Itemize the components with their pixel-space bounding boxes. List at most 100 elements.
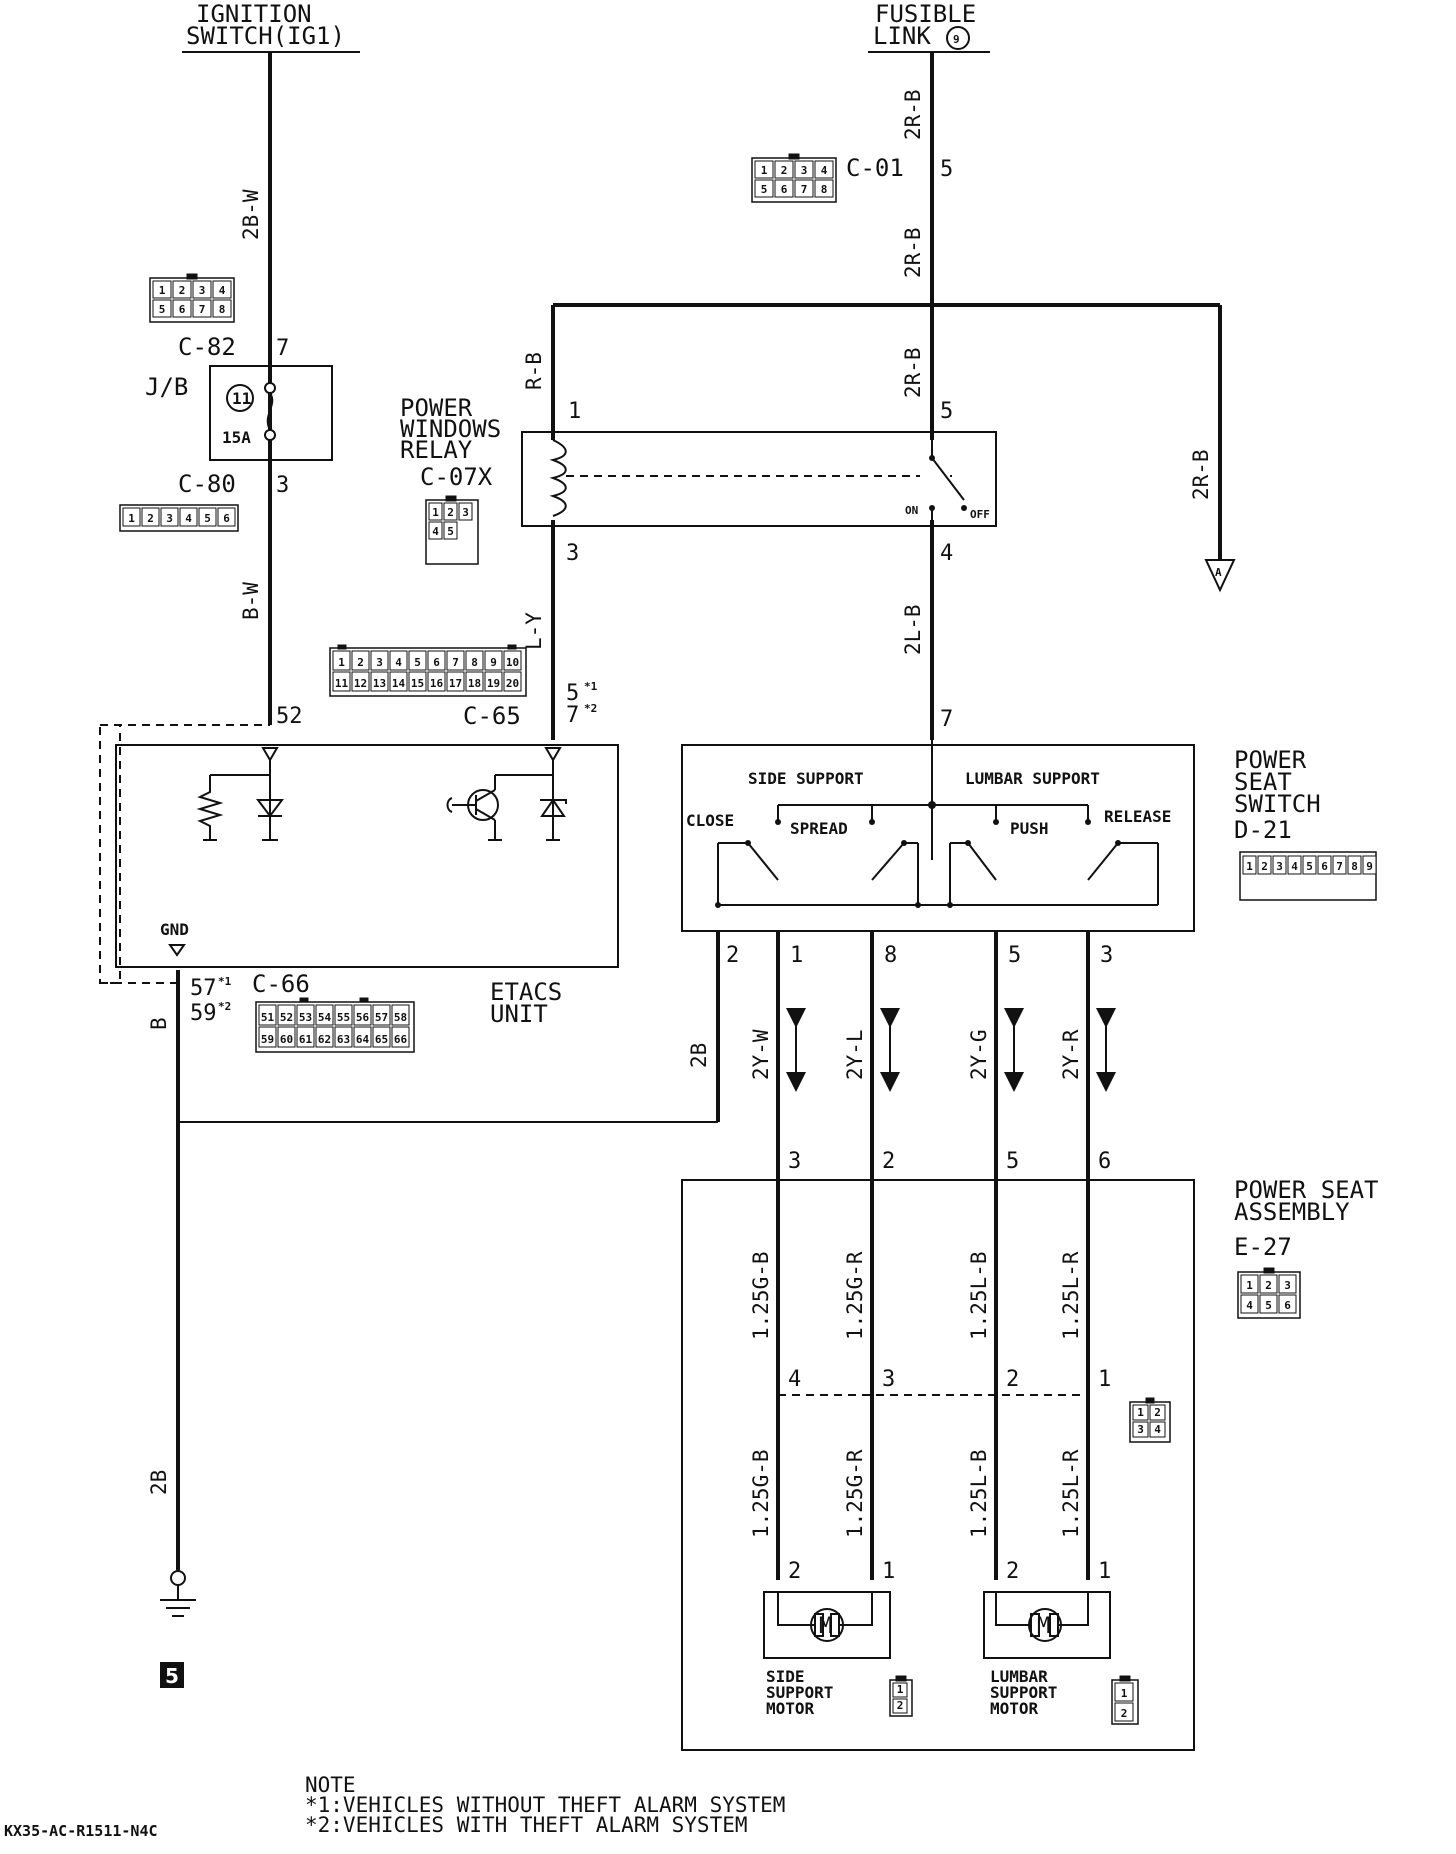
connector-icon-m1: 12 <box>889 1675 913 1717</box>
connector-pin-number: 60 <box>280 1033 293 1046</box>
release-label: RELEASE <box>1104 807 1171 826</box>
connector-pin-cell <box>1287 855 1302 875</box>
connector-pin-cell <box>370 671 389 692</box>
connector-pin-cell <box>794 179 814 198</box>
wire-color-gnd-2b: 2B <box>687 1043 711 1068</box>
connector-pin-cell <box>122 507 141 527</box>
lumbar-support-motor-icon: M <box>983 1591 1111 1659</box>
connector-pin-number: 8 <box>471 656 478 669</box>
connector-pin-cell <box>334 1026 353 1048</box>
pin-ps-6: 6 <box>1098 1149 1111 1174</box>
connector-pin-number: 5 <box>761 183 768 196</box>
connector-pin-cell <box>503 650 522 671</box>
current-direction-arrows <box>786 1008 1116 1092</box>
connector-pin-number: 14 <box>392 677 406 690</box>
connector-pin-number: 19 <box>487 677 500 690</box>
star1-c65: *1 <box>584 680 598 693</box>
connector-pin-number: 7 <box>199 303 206 316</box>
star1-c66: *1 <box>218 975 232 988</box>
connector-pin-number: 66 <box>394 1033 408 1046</box>
connector-pin-number: 51 <box>261 1011 275 1024</box>
connector-pin-cell <box>372 1004 391 1026</box>
svg-text:A: A <box>1215 566 1222 579</box>
connector-pin-cell <box>774 160 794 179</box>
svg-text:LINK: LINK <box>873 22 931 50</box>
connector-pin-cell <box>408 671 427 692</box>
connector-pin-cell <box>332 650 351 671</box>
connector-pin-number: 17 <box>449 677 462 690</box>
svg-text:*1:VEHICLES WITHOUT THEFT ALAR: *1:VEHICLES WITHOUT THEFT ALARM SYSTEM <box>305 1793 785 1817</box>
connector-pin-number: 4 <box>821 164 828 177</box>
diagram-code: KX35-AC-R1511-N4C <box>4 1822 158 1840</box>
connector-pin-cell <box>141 507 160 527</box>
connector-pin-cell <box>1278 1274 1297 1294</box>
wire-color-w3: 2Y-R <box>1059 1029 1083 1080</box>
connector-pin-cell <box>1278 1294 1297 1314</box>
connector-pin-cell <box>1302 855 1317 875</box>
fuse-number: 11 <box>232 389 251 408</box>
wire-color-w5: 2Y-G <box>967 1029 991 1080</box>
pin-c01-5: 5 <box>940 157 953 182</box>
ground-point-number: 5 <box>165 1664 179 1688</box>
connector-pin-number: 4 <box>395 656 402 669</box>
etacs-gnd-label: GND <box>160 920 189 939</box>
pin-etacs-52: 52 <box>276 704 303 729</box>
connector-pin-number: 9 <box>490 656 497 669</box>
connector-pin-number: 7 <box>801 183 808 196</box>
connector-pin-cell <box>427 650 446 671</box>
connector-pin-cell <box>277 1026 296 1048</box>
connector-pin-number: 56 <box>356 1011 370 1024</box>
connector-pin-cell <box>198 507 217 527</box>
connector-pin-number: 3 <box>1284 1279 1291 1292</box>
connector-pin-cell <box>1272 855 1287 875</box>
connector-pin-number: 2 <box>147 512 154 525</box>
connector-pin-number: 5 <box>414 656 421 669</box>
svg-text:RELAY: RELAY <box>400 436 473 464</box>
pin-c66-59: 59 <box>190 1001 217 1026</box>
svg-text:MOTOR: MOTOR <box>766 1699 815 1718</box>
connector-pin-number: 3 <box>199 284 206 297</box>
connector-pin-number: 54 <box>318 1011 332 1024</box>
connector-pin-cell <box>334 1004 353 1026</box>
connector-pin-number: 6 <box>1321 860 1328 873</box>
connector-pin-cell <box>315 1004 334 1026</box>
connector-pin-number: 1 <box>338 656 345 669</box>
connector-pin-number: 9 <box>1366 860 1373 873</box>
wire-color-w8: 2Y-L <box>843 1029 867 1080</box>
svg-text:NOTE: NOTE <box>305 1773 356 1797</box>
connector-pin-number: 5 <box>204 512 211 525</box>
power-seat-switch-label: POWER SEAT SWITCH D-21 <box>1234 746 1321 844</box>
connector-pin-number: 4 <box>185 512 192 525</box>
connector-pin-number: 1 <box>761 164 768 177</box>
connector-pin-cell <box>258 1004 277 1026</box>
side-support-motor-label: SIDE SUPPORT MOTOR <box>766 1667 833 1718</box>
power-windows-relay-label: POWER WINDOWS RELAY <box>400 394 501 464</box>
connector-label-c65: C-65 <box>463 702 521 730</box>
switch-internal-circuit-icon <box>715 740 1159 908</box>
connector-pin-cell <box>353 1004 372 1026</box>
svg-text:WINDOWS: WINDOWS <box>400 415 501 443</box>
connector-pin-number: 4 <box>432 525 439 538</box>
connector-pin-number: 2 <box>1261 860 1268 873</box>
connector-pin-cell <box>427 671 446 692</box>
connector-pin-number: 64 <box>356 1033 370 1046</box>
connector-pin-number: 3 <box>376 656 383 669</box>
connector-pin-number: 8 <box>821 183 828 196</box>
connector-pin-cell <box>353 1026 372 1048</box>
wire-color-b2: 1.25G-R <box>843 1449 867 1538</box>
pin-m2-2: 2 <box>1006 1559 1019 1584</box>
relay-box <box>521 431 997 527</box>
connector-pin-number: 2 <box>179 284 186 297</box>
connector-pin-cell <box>814 179 834 198</box>
connector-pin-cell <box>258 1026 277 1048</box>
wire-color-ig-main: 2B-W <box>239 189 263 240</box>
wire-color-relay-out: L-Y <box>522 612 546 650</box>
connector-pin-number: 1 <box>432 506 439 519</box>
lumbar-support-motor-label: LUMBAR SUPPORT MOTOR <box>990 1667 1057 1718</box>
connector-pin-number: 11 <box>335 677 349 690</box>
note-block: NOTE *1:VEHICLES WITHOUT THEFT ALARM SYS… <box>305 1773 785 1837</box>
